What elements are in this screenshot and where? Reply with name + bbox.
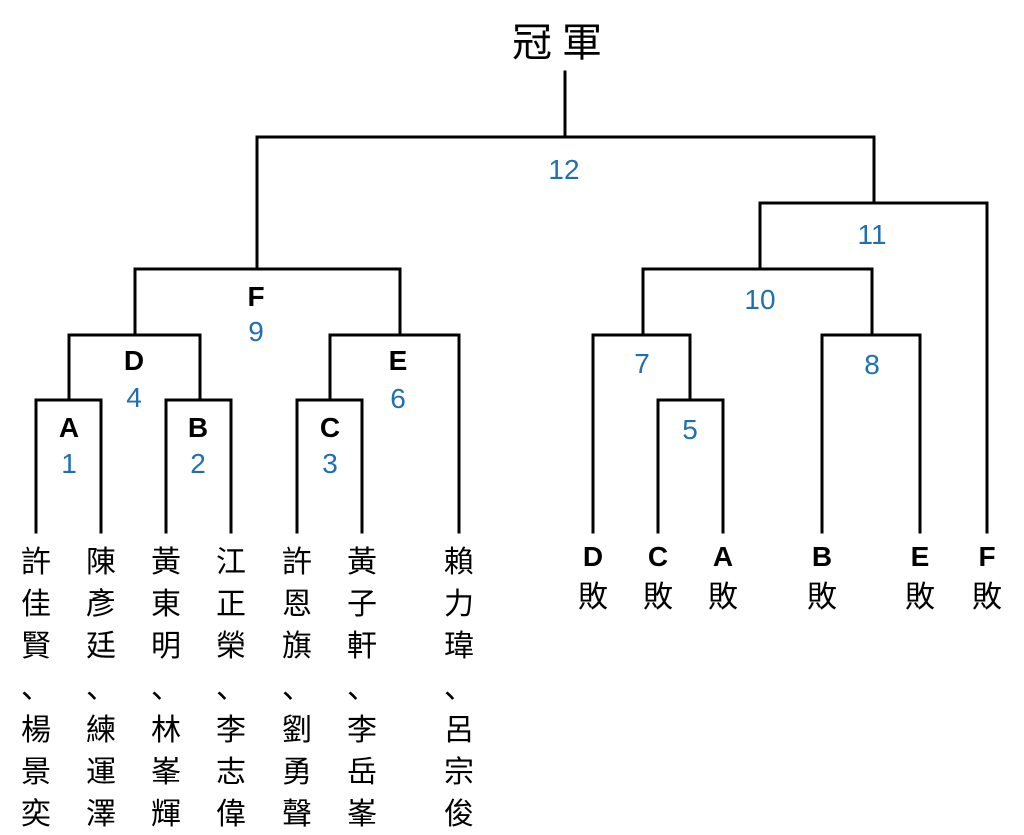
team-name-5: 許恩旗、劉勇聲 bbox=[282, 545, 312, 832]
loser-text-4: 敗 bbox=[807, 580, 837, 615]
team-name-char: 峯 bbox=[151, 755, 181, 790]
team-name-char: 恩 bbox=[282, 587, 312, 622]
match-10-number: 10 bbox=[744, 284, 775, 315]
loser-letter-3: A bbox=[713, 541, 733, 572]
match-4-letter: D bbox=[124, 345, 144, 376]
team-name-char: 岳 bbox=[347, 755, 377, 790]
team-name-char: 奕 bbox=[21, 797, 51, 832]
team-name-char: 、 bbox=[86, 671, 116, 706]
team-name-char: 宗 bbox=[444, 755, 474, 790]
match-7-number: 7 bbox=[634, 348, 650, 379]
loser-letter-6: F bbox=[978, 541, 995, 572]
match-2-letter: B bbox=[188, 412, 208, 443]
team-name-char: 峯 bbox=[347, 797, 377, 832]
match-1-number: 1 bbox=[61, 448, 77, 479]
bracket-lines bbox=[34, 70, 989, 534]
match-3-number: 3 bbox=[322, 448, 338, 479]
match-8-number: 8 bbox=[864, 349, 880, 380]
match-1-letter: A bbox=[59, 412, 79, 443]
champion-title: 冠軍 bbox=[512, 20, 612, 66]
team-name-char: 賴 bbox=[444, 545, 474, 580]
team-name-char: 勇 bbox=[282, 755, 312, 790]
match-10-line bbox=[641, 267, 874, 337]
team-name-char: 明 bbox=[151, 629, 181, 664]
team-name-1: 許佳賢、楊景奕 bbox=[21, 545, 51, 832]
team-name-char: 軒 bbox=[347, 629, 377, 664]
team-name-char: 李 bbox=[347, 713, 377, 748]
team-name-char: 佳 bbox=[21, 587, 51, 622]
loser-letter-5: E bbox=[911, 541, 930, 572]
match-5-number: 5 bbox=[682, 414, 698, 445]
team-name-char: 賢 bbox=[21, 629, 51, 664]
team-name-char: 輝 bbox=[151, 797, 181, 832]
team-name-char: 許 bbox=[282, 545, 312, 580]
team-name-char: 澤 bbox=[86, 797, 116, 832]
team-name-char: 正 bbox=[216, 587, 246, 622]
loser-text-2: 敗 bbox=[643, 580, 673, 615]
team-name-char: 、 bbox=[21, 671, 51, 706]
team-name-char: 彥 bbox=[86, 587, 116, 622]
team-name-char: 陳 bbox=[86, 545, 116, 580]
team-name-char: 瑋 bbox=[444, 629, 474, 664]
loser-letter-2: C bbox=[648, 541, 668, 572]
team-name-3: 黃東明、林峯輝 bbox=[151, 545, 181, 832]
team-name-char: 練 bbox=[86, 713, 116, 748]
team-name-char: 偉 bbox=[216, 797, 246, 832]
match-2-number: 2 bbox=[190, 448, 206, 479]
team-name-char: 黃 bbox=[151, 545, 181, 580]
team-name-char: 、 bbox=[282, 671, 312, 706]
loser-letter-4: B bbox=[812, 541, 832, 572]
match-9-letter: F bbox=[247, 281, 264, 312]
team-name-char: 旗 bbox=[282, 629, 312, 664]
match-9-line bbox=[133, 267, 402, 337]
team-name-char: 呂 bbox=[444, 713, 474, 748]
loser-text-5: 敗 bbox=[905, 580, 935, 615]
team-name-char: 運 bbox=[86, 755, 116, 790]
team-name-char: 、 bbox=[347, 671, 377, 706]
match-9-number: 9 bbox=[248, 316, 264, 347]
match-11-number: 11 bbox=[857, 219, 886, 250]
match-3-letter: C bbox=[320, 412, 340, 443]
loser-letter-1: D bbox=[583, 541, 603, 572]
team-name-char: 、 bbox=[216, 671, 246, 706]
match-12-number: 12 bbox=[548, 154, 579, 185]
team-name-char: 、 bbox=[151, 671, 181, 706]
team-name-2: 陳彥廷、練運澤 bbox=[86, 545, 116, 832]
match-6-number: 6 bbox=[390, 383, 406, 414]
team-name-4: 江正榮、李志偉 bbox=[216, 545, 246, 832]
match-4-number: 4 bbox=[126, 382, 142, 413]
match-6-line bbox=[328, 333, 461, 534]
team-name-char: 榮 bbox=[216, 629, 246, 664]
team-name-char: 李 bbox=[216, 713, 246, 748]
team-name-6: 黃子軒、李岳峯 bbox=[347, 545, 377, 832]
loser-text-3: 敗 bbox=[708, 580, 738, 615]
team-name-char: 力 bbox=[444, 587, 474, 622]
team-name-char: 黃 bbox=[347, 545, 377, 580]
team-name-char: 、 bbox=[444, 671, 474, 706]
team-name-char: 劉 bbox=[282, 713, 312, 748]
team-name-char: 許 bbox=[21, 545, 51, 580]
loser-text-6: 敗 bbox=[972, 580, 1002, 615]
team-name-7: 賴力瑋、呂宗俊 bbox=[444, 545, 474, 832]
team-name-char: 楊 bbox=[21, 713, 51, 748]
team-name-char: 志 bbox=[216, 755, 246, 790]
match-6-letter: E bbox=[389, 345, 408, 376]
team-name-char: 林 bbox=[151, 713, 181, 748]
team-name-char: 江 bbox=[216, 545, 246, 580]
team-name-char: 廷 bbox=[86, 629, 116, 664]
team-name-char: 景 bbox=[21, 755, 51, 790]
team-name-char: 俊 bbox=[444, 797, 474, 832]
loser-text-1: 敗 bbox=[578, 580, 608, 615]
team-names: 許佳賢、楊景奕陳彥廷、練運澤黃東明、林峯輝江正榮、李志偉許恩旗、劉勇聲黃子軒、李… bbox=[21, 545, 474, 832]
team-name-char: 聲 bbox=[282, 797, 312, 832]
team-name-char: 子 bbox=[347, 587, 377, 622]
team-name-char: 東 bbox=[151, 587, 181, 622]
